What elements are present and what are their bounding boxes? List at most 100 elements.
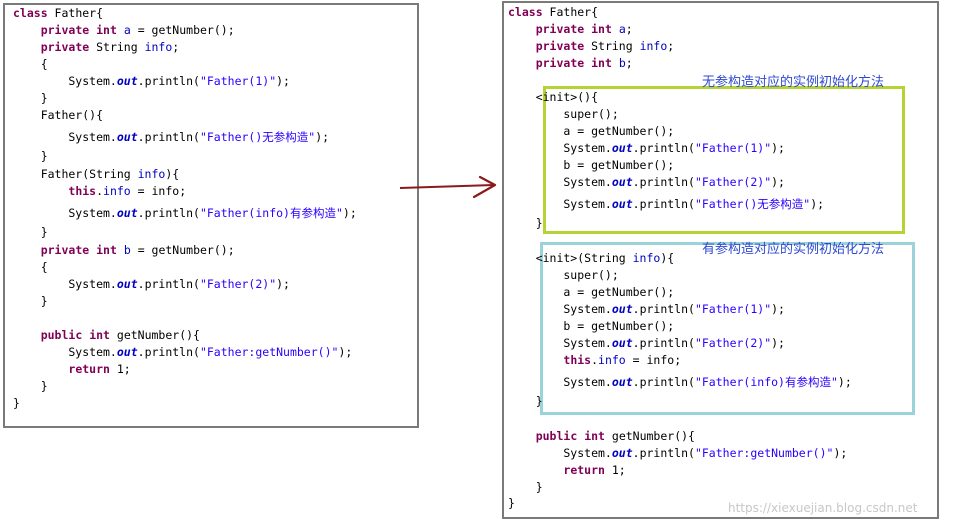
code-line: { [13,260,48,275]
code-token [13,184,68,198]
code-token: private [535,56,585,70]
code-token: ); [276,74,290,88]
code-token: out [611,446,633,460]
code-token: .println( [632,375,695,389]
code-token: .println( [137,277,200,291]
code-token: private [535,39,585,53]
code-line: } [13,91,48,106]
code-token: out [611,336,633,350]
code-line: } [13,379,48,394]
noarg-annotation: 无参构造对应的实例初始化方法 [702,75,885,90]
code-line: System.out.println("Father(1)"); [508,302,785,317]
code-token: ); [771,302,785,316]
code-token: } [13,379,48,393]
code-token: class [508,5,543,19]
code-token: ; [625,56,633,70]
code-token: = getNumber(); [130,23,235,37]
code-token: int [591,22,612,36]
code-token: ); [771,336,785,350]
code-token: ){ [165,167,180,181]
right-arrow-icon [399,176,497,199]
code-token: ); [810,197,825,211]
code-line: private int b; [508,56,633,71]
code-token: } [13,294,48,308]
code-token: ; [625,22,633,36]
code-token: int [584,429,605,443]
code-token: System. [508,446,612,460]
code-token: out [611,302,633,316]
code-line: private int a = getNumber(); [13,23,235,38]
code-token: class [13,6,48,20]
code-token: System. [508,336,612,350]
code-token: info [144,40,173,54]
code-token: String [584,39,640,53]
code-token: super(); [508,107,619,121]
code-token: private [535,22,585,36]
code-token: out [611,375,633,389]
code-token: .println( [137,206,200,220]
code-line: } [13,225,48,240]
code-line: private int a; [508,22,633,37]
code-token: info [632,251,661,265]
code-line: } [508,394,543,409]
code-token: . [591,353,599,367]
code-token: .println( [632,197,695,211]
code-line: <init>(){ [508,90,598,105]
code-token: } [13,91,48,105]
code-token: System. [508,375,612,389]
code-token: .println( [137,130,200,144]
code-token: int [89,328,110,342]
code-line: System.out.println("Father(2)"); [508,336,785,351]
code-token: .println( [632,336,695,350]
code-token: Father{ [47,6,104,20]
code-token [117,243,124,257]
code-line: return 1; [13,362,130,377]
code-line: } [13,396,20,411]
code-line: System.out.println("Father(info)有参构造"); [508,375,851,390]
code-token: . [96,184,104,198]
code-token: out [611,197,633,211]
code-token: Father(String [13,167,138,181]
code-token: } [13,149,48,163]
code-token [13,40,41,54]
code-token: } [508,216,543,230]
code-token [117,23,124,37]
code-line: { [13,57,48,72]
code-token: System. [13,345,117,359]
code-line: } [508,216,543,231]
code-token [13,328,41,342]
code-token: b = getNumber(); [508,158,675,172]
code-token: ; [667,39,675,53]
code-line: this.info = info; [508,353,681,368]
code-token: "Father()无参构造" [694,197,811,211]
code-token: } [13,396,20,410]
code-token [13,243,41,257]
code-token: a [618,22,626,36]
code-token: System. [508,141,612,155]
code-token: ; [172,40,180,54]
code-line: return 1; [508,463,625,478]
code-token: ); [771,141,785,155]
code-token: super(); [508,268,619,282]
code-token: getNumber(){ [604,429,695,443]
code-token: System. [508,302,612,316]
code-token: "Father(2)" [694,175,772,189]
code-token: Father{ [542,5,599,19]
code-token [612,22,619,36]
code-token: ); [338,345,353,359]
code-line: } [508,480,543,495]
code-line: System.out.println("Father(1)"); [508,141,785,156]
code-token [508,56,536,70]
code-token: .println( [137,74,200,88]
code-token: ); [833,446,848,460]
code-token: = getNumber(); [130,243,235,257]
code-token: "Father(info)有参构造" [694,375,838,389]
code-token: ); [342,206,357,220]
code-token: b [123,243,131,257]
code-token: Father(){ [13,108,104,122]
code-token: } [508,394,543,408]
code-token: this [563,353,592,367]
code-token: b [618,56,626,70]
code-token: "Father:getNumber()" [694,446,834,460]
code-token: ); [315,130,330,144]
